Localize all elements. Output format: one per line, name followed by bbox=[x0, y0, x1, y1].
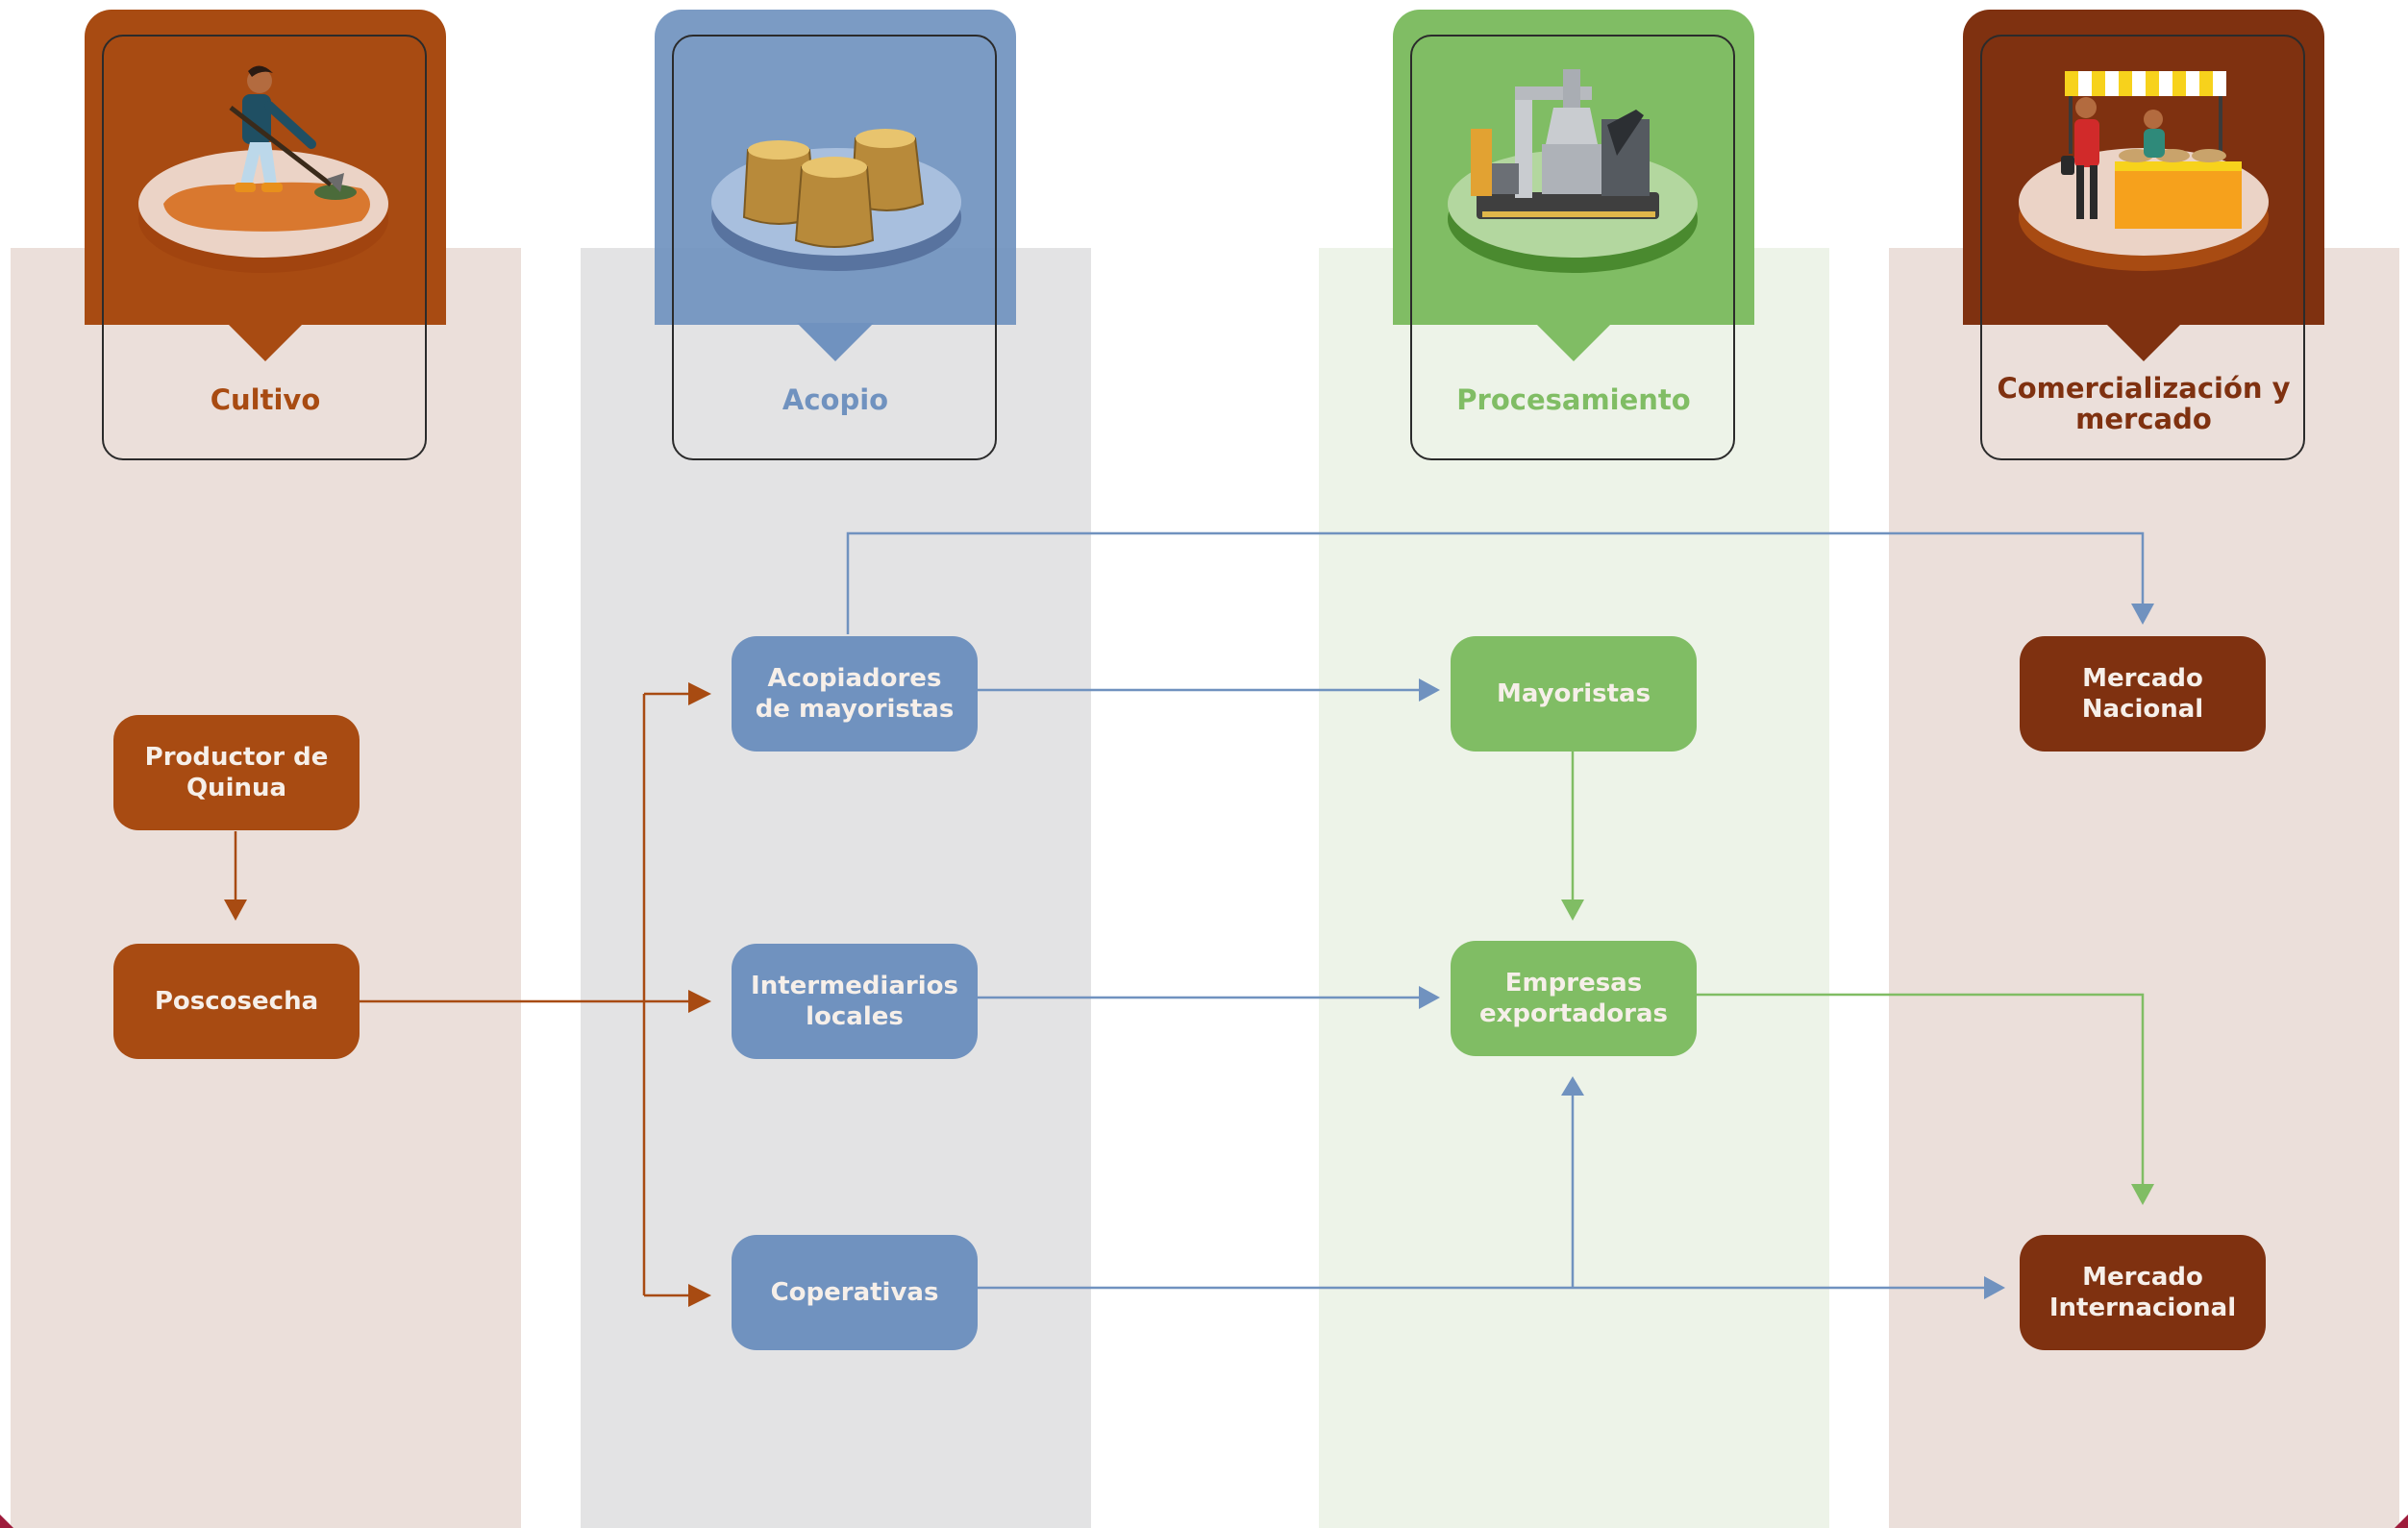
notch bbox=[2105, 323, 2182, 361]
stage-band-procesamiento bbox=[1319, 248, 1829, 1528]
stage-title-procesamiento: Procesamiento bbox=[1456, 383, 1691, 416]
node-label-line: Mercado bbox=[2082, 664, 2203, 693]
node-label-line: Mercado bbox=[2082, 1263, 2203, 1292]
node-label-line: exportadoras bbox=[1479, 999, 1668, 1028]
arrowhead bbox=[1561, 1076, 1584, 1096]
node-label-line: Acopiadores bbox=[767, 664, 942, 693]
node-label-line: Productor de bbox=[144, 743, 329, 772]
node-label-line: Nacional bbox=[2081, 695, 2204, 724]
arrowhead bbox=[1984, 1276, 2005, 1299]
stage-frame-acopio bbox=[672, 35, 997, 460]
arrowhead bbox=[1419, 678, 1440, 702]
node-label-line: Empresas bbox=[1504, 969, 1643, 998]
arrowhead bbox=[2131, 604, 2154, 625]
notch bbox=[797, 323, 874, 361]
node-label-line: Poscosecha bbox=[154, 987, 319, 1016]
arrowhead bbox=[1561, 900, 1584, 921]
node-label-line: Internacional bbox=[2048, 1294, 2237, 1322]
node-label-line: de mayoristas bbox=[755, 695, 955, 724]
grain-sacks-icon bbox=[711, 129, 961, 271]
stage-frame-comercializacion bbox=[1980, 35, 2305, 460]
stage-band-cultivo bbox=[11, 248, 521, 1528]
node-label-line: Intermediarios bbox=[751, 972, 958, 1000]
notch bbox=[1535, 323, 1612, 361]
node-label-line: Quinua bbox=[186, 774, 287, 802]
arrowhead bbox=[2131, 1184, 2154, 1205]
stage-frame-procesamiento bbox=[1410, 35, 1735, 460]
corner-accent-right bbox=[2395, 1515, 2408, 1528]
arrowhead bbox=[224, 900, 247, 921]
node-poscosecha[interactable]: Poscosecha bbox=[113, 944, 360, 1059]
stage-frame-cultivo bbox=[102, 35, 427, 460]
connector-empresas-mercado-internacional bbox=[1697, 993, 2145, 1188]
arrowhead bbox=[688, 682, 711, 705]
notch bbox=[227, 323, 304, 361]
stage-title-cultivo: Cultivo bbox=[210, 383, 321, 416]
node-mayoristas[interactable]: Mayoristas bbox=[1451, 636, 1697, 752]
processing-machine-icon bbox=[1448, 69, 1698, 273]
arrowhead bbox=[688, 990, 711, 1013]
node-label-line: Coperativas bbox=[770, 1278, 939, 1307]
stage-title-acopio: Acopio bbox=[782, 383, 889, 416]
node-coperativas[interactable]: Coperativas bbox=[732, 1235, 978, 1350]
node-label-line: Mayoristas bbox=[1496, 679, 1651, 708]
arrowhead bbox=[1419, 986, 1440, 1009]
stage-title-comercializacion: Comercialización y mercado bbox=[1997, 372, 2291, 435]
farmer-digging-icon bbox=[138, 65, 388, 273]
arrowhead bbox=[688, 1284, 711, 1307]
connector-acopiadores-mercado-nacional bbox=[846, 531, 2145, 634]
node-label-line: locales bbox=[806, 1002, 904, 1031]
market-stall-icon bbox=[2019, 71, 2269, 271]
corner-accent-left bbox=[0, 1515, 13, 1528]
